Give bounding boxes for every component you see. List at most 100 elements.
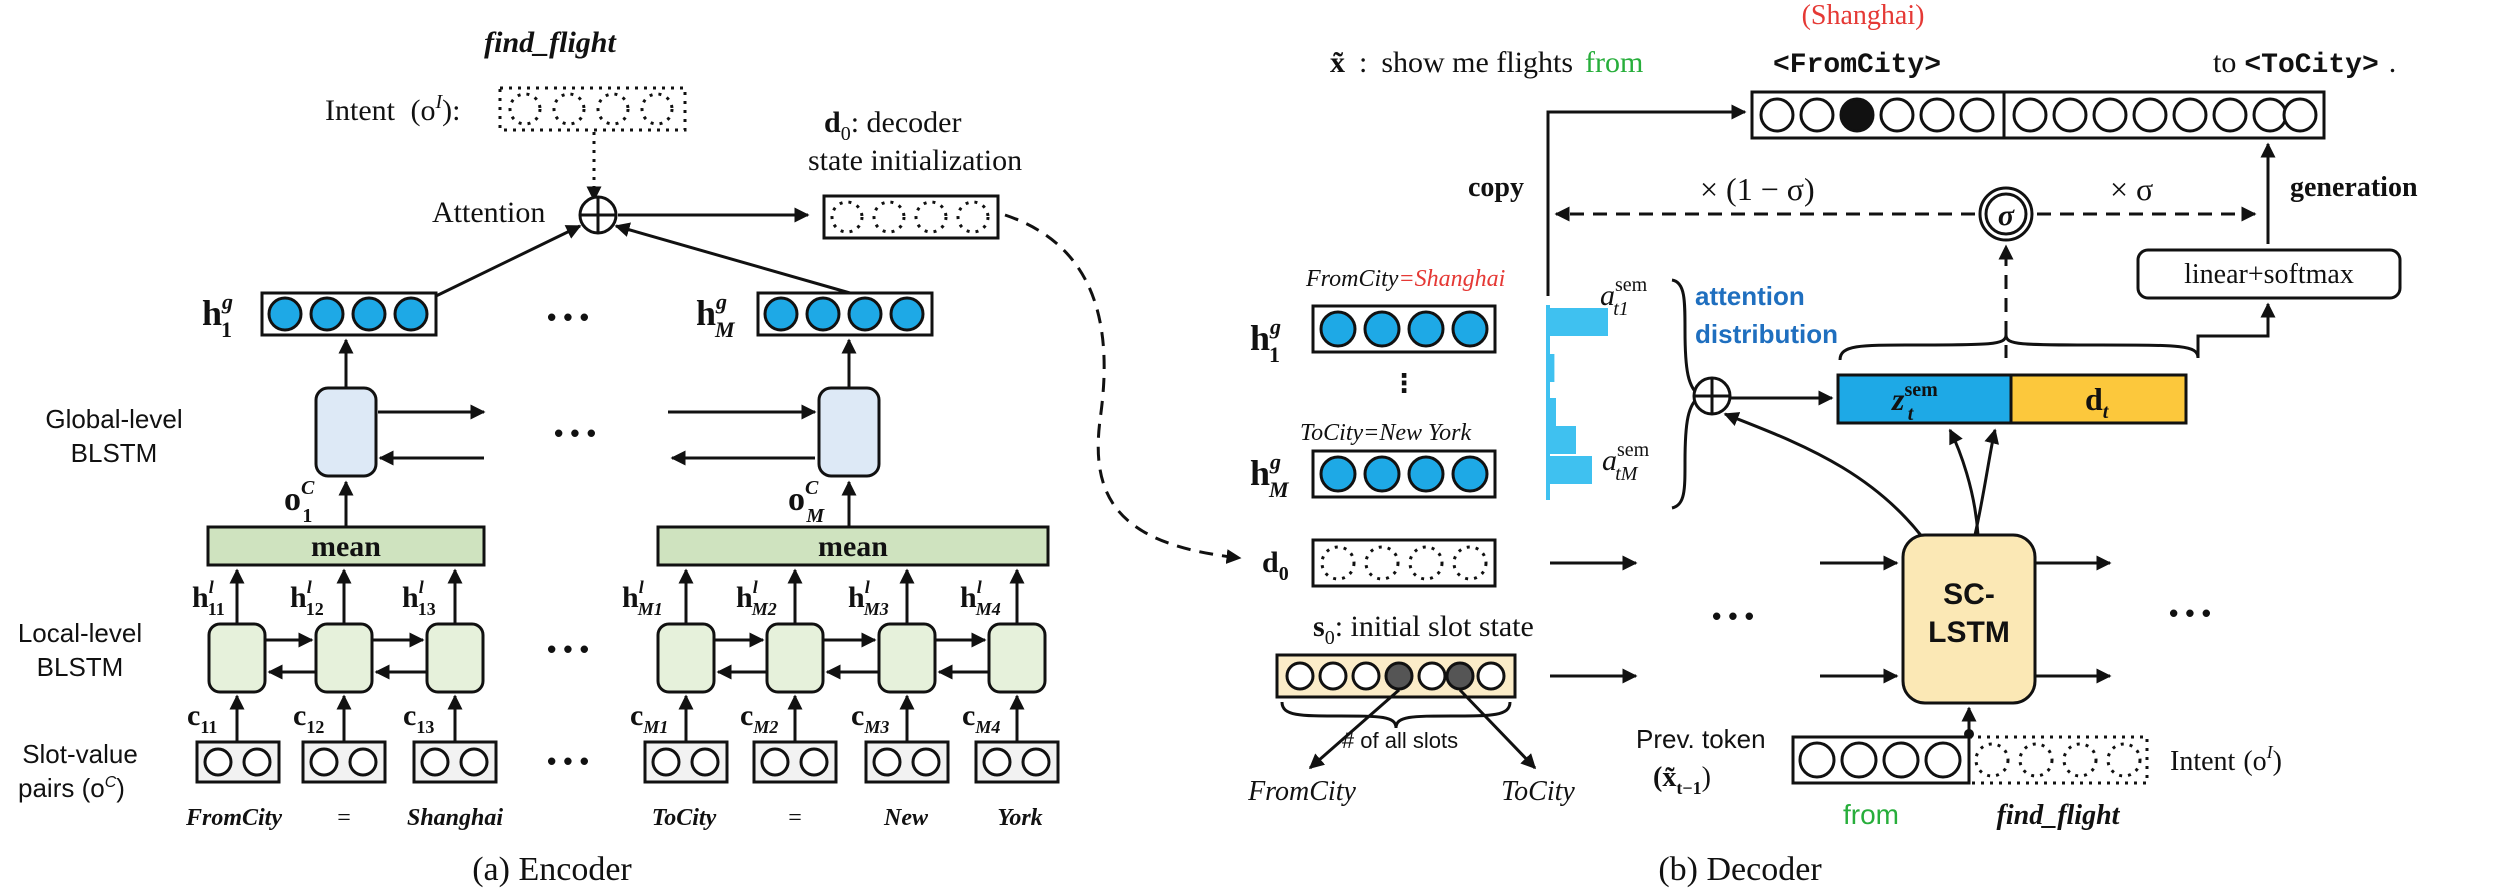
c-M2: cM2 — [740, 699, 778, 737]
tocity-sentence: to<ToCity>. — [2213, 46, 2396, 81]
c-M3: cM3 — [851, 699, 889, 737]
dec-hMg-vector — [1311, 449, 1497, 499]
attention-bar — [1548, 426, 1576, 454]
c-M4: cM4 — [962, 699, 1000, 737]
attention-bar — [1548, 308, 1608, 336]
mean-box-right — [656, 525, 1050, 567]
global-lstm-cell-1 — [314, 386, 378, 478]
sc-lstm-label-2: LSTM — [1928, 616, 2010, 649]
slot-value-label: Slot-value — [22, 739, 138, 769]
attention-distribution-label: attention — [1695, 281, 1805, 311]
attention-distribution-label-2: distribution — [1695, 319, 1838, 349]
slot-pair-vector-13 — [412, 740, 498, 784]
sc-lstm-label: SC- — [1943, 578, 1995, 611]
local-lstm-M2 — [765, 622, 825, 694]
attention-distribution-bars — [1548, 308, 1608, 484]
slot-pair-vector-M1 — [643, 740, 729, 784]
local-lstm-13 — [425, 622, 485, 694]
slot-pair-vector-11 — [195, 740, 281, 784]
tocity-output: ToCity — [1501, 776, 1575, 807]
global-lstm-cell-M — [817, 386, 881, 478]
c-12: c12 — [293, 699, 324, 737]
encoder-intent-label: Intent (oI): — [325, 91, 460, 127]
output-distribution-vector — [1750, 90, 2326, 140]
decoder-ellipsis-left: • • • — [1712, 601, 1754, 631]
local-lstm-12 — [314, 622, 374, 694]
prev-token-label: Prev. token — [1636, 724, 1766, 754]
mean-label-left: mean — [311, 530, 381, 563]
tocity-assignment: ToCity=New York — [1300, 420, 1471, 446]
decoder-ellipsis-right: • • • — [2169, 598, 2211, 628]
one-minus-sigma: × (1 − σ) — [1700, 171, 1815, 207]
sc-lstm-cell — [1901, 533, 2037, 705]
hMg-vector — [756, 291, 934, 337]
fromcity-assignment: FromCity=Shanghai — [1305, 266, 1505, 292]
token-fromcity: FromCity — [185, 805, 282, 831]
attention-bar — [1548, 398, 1556, 426]
attention-bar — [1548, 354, 1555, 382]
fromcity-tag: <FromCity> — [1773, 50, 1941, 81]
token-new: New — [883, 805, 929, 831]
prev-token-label-2: (x̃t−1) — [1653, 762, 1711, 798]
encoder-intent-name: find_flight — [484, 26, 617, 59]
dt-box — [2009, 373, 2188, 425]
encoder-ellipsis-global: • • • — [554, 418, 596, 448]
dec-intent-label: Intent(oI) — [2170, 742, 2282, 777]
encoder-panel: find_flight Intent (oI): Attention d0: d… — [18, 26, 1242, 888]
global-blstm-label: Global-level — [45, 404, 182, 434]
local-blstm-label-2: BLSTM — [37, 652, 124, 682]
shanghai-paren: (Shanghai) — [1802, 0, 1925, 31]
num-all-slots: # of all slots — [1342, 728, 1458, 753]
z-sem-box — [1836, 373, 2013, 425]
c-M1: cM1 — [630, 699, 668, 737]
d0-label: d0: decoder — [824, 106, 961, 145]
slot-pair-vector-M4 — [974, 740, 1060, 784]
slot-value-label-2: pairs (oC) — [18, 773, 125, 803]
token-york: York — [997, 805, 1042, 831]
fromcity-output: FromCity — [1247, 776, 1356, 807]
attention-bar — [1548, 456, 1592, 484]
token-eq-2: = — [788, 805, 802, 831]
prev-word: from — [1843, 799, 1899, 830]
prev-token-vector — [1791, 735, 1971, 785]
encoder-intent-vector — [498, 86, 687, 132]
slot-pair-vector-12 — [301, 740, 387, 784]
encoder-caption: (a) Encoder — [472, 851, 632, 888]
token-tocity: ToCity — [652, 805, 717, 831]
times-sigma: × σ — [2110, 171, 2153, 207]
dec-h1g-vector — [1311, 304, 1497, 354]
slot-pair-vector-M3 — [864, 740, 950, 784]
global-blstm-label-2: BLSTM — [71, 438, 158, 468]
attention-label: Attention — [432, 196, 545, 229]
local-blstm-label: Local-level — [18, 618, 142, 648]
local-lstm-M3 — [877, 622, 937, 694]
slot-pair-vector-M2 — [752, 740, 838, 784]
dec-d0-label: d0 — [1262, 546, 1289, 585]
generation-label: generation — [2290, 172, 2418, 203]
decoder-oplus-icon — [1692, 376, 1732, 416]
attention-oplus-icon — [578, 195, 618, 235]
d0-description: state initialization — [808, 144, 1022, 177]
svg-text:σ: σ — [1998, 199, 2015, 232]
s0-vector — [1275, 653, 1517, 699]
copy-label: copy — [1468, 172, 1524, 203]
